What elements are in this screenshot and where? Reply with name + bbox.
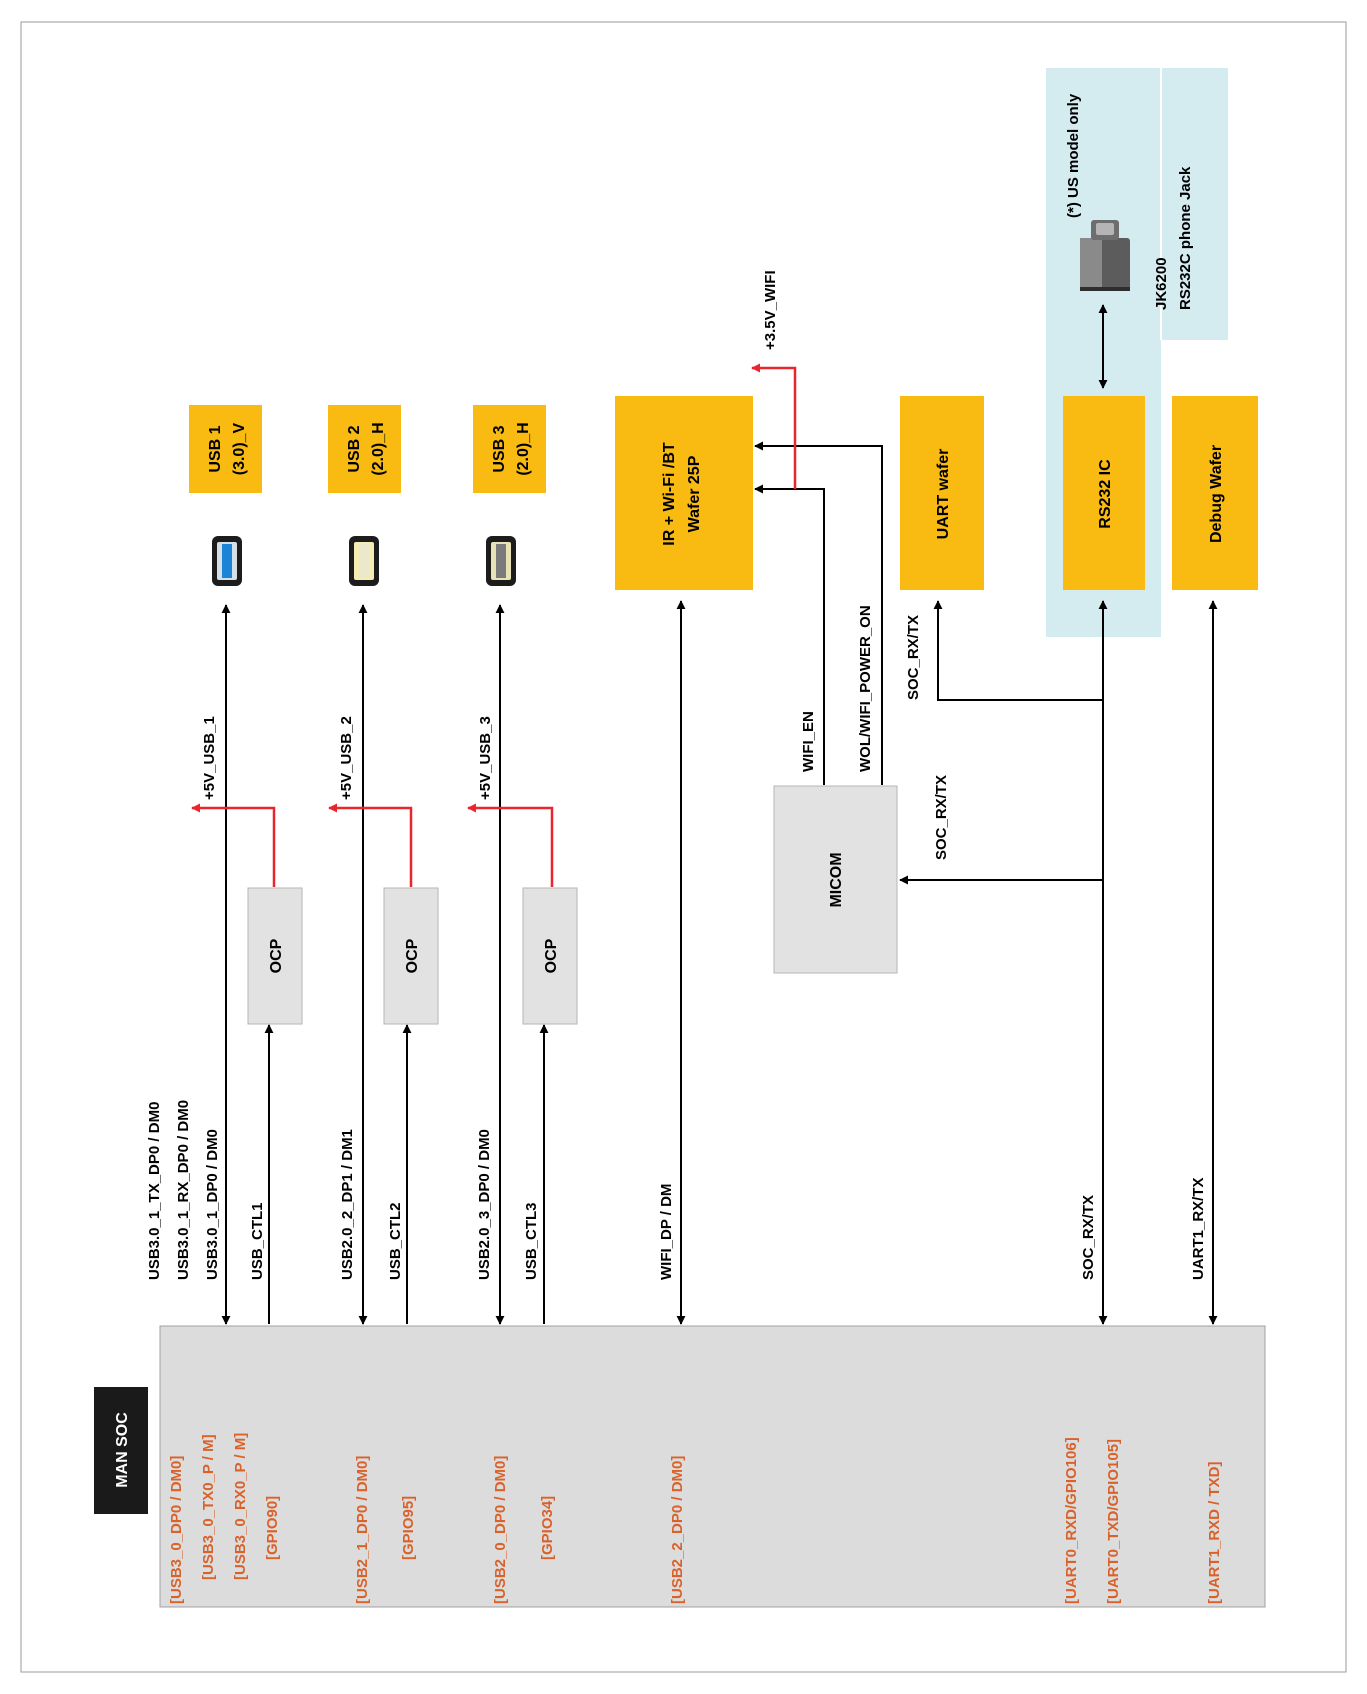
soc-pin: [GPIO34] [539, 1496, 556, 1560]
soc-pin: [GPIO95] [400, 1496, 417, 1560]
signal-soc-rxtx: SOC_RX/TX [1080, 1195, 1097, 1280]
micom-label: MICOM [828, 852, 845, 907]
signal-usb2-data: USB2.0_2_DP1 / DM1 [339, 1129, 356, 1280]
soc-pin: [UART1_RXD / TXD] [1206, 1461, 1223, 1604]
ocp-block-2 [383, 887, 439, 1025]
soc-pin: [USB3_0_DP0 / DM0] [168, 1456, 185, 1604]
soc-pin: [USB2_0_DP0 / DM0] [492, 1456, 509, 1604]
usb2-label: USB 2 [346, 425, 363, 472]
signal-uart-wafer-rxtx: SOC_RX/TX [905, 615, 922, 700]
power-wire-usb2 [328, 803, 413, 887]
micom-block [773, 785, 898, 974]
usb3-label: USB 3 [491, 425, 508, 472]
page-frame [20, 21, 1347, 1673]
jack-desc: RS232C phone Jack [1177, 166, 1194, 310]
power-label-wifi: +3.5V_WIFI [762, 270, 779, 350]
ocp-label: OCP [543, 938, 560, 973]
signal-usb3-ctl: USB_CTL3 [523, 1202, 540, 1280]
usb1-label: USB 1 [207, 425, 224, 472]
signal-wifi-en: WIFI_EN [800, 711, 817, 772]
usb3-label-box [473, 405, 546, 493]
soc-pin: [USB3_0_TX0_P / M] [200, 1434, 217, 1580]
wire-wifi-en [754, 484, 825, 785]
rs232-block [1063, 396, 1145, 590]
wifi-wafer-label: IR + Wi-Fi /BT [661, 442, 678, 546]
ocp-label: OCP [404, 938, 421, 973]
usb3-connector-icon [212, 536, 242, 586]
signal-usb1-data: USB3.0_1_TX_DP0 / DM0 [146, 1102, 163, 1280]
usb1-label: (3.0)_V [231, 422, 248, 475]
signal-wifi-data: WIFI_DP / DM [658, 1184, 675, 1280]
soc-title: MAN SOC [114, 1412, 131, 1488]
wifi-wafer-label: Wafer 25P [686, 455, 703, 532]
usb3-label: (2.0)_H [515, 422, 532, 475]
soc-pin: [USB2_2_DP0 / DM0] [669, 1456, 686, 1604]
signal-micom-rxtx: SOC_RX/TX [933, 775, 950, 860]
rs232-label: RS232 IC [1097, 459, 1114, 529]
signal-uart1-rxtx: UART1_RX/TX [1190, 1177, 1207, 1280]
jack-note: (*) US model only [1065, 93, 1082, 218]
wifi-wafer-block [615, 396, 753, 590]
power-label-usb2: +5V_USB_2 [338, 716, 355, 800]
soc-pin: [UART0_TXD/GPIO105] [1105, 1439, 1122, 1604]
power-label-usb1: +5V_USB_1 [201, 716, 218, 800]
soc-pin: [USB2_1_DP0 / DM0] [354, 1456, 371, 1604]
uart-wafer-block [900, 396, 984, 590]
wire-wol-power [754, 441, 883, 785]
usb2-connector-icon [486, 536, 516, 586]
phone-jack-icon [1080, 220, 1130, 291]
power-wire-wifi [751, 363, 797, 489]
signal-usb3-data: USB2.0_3_DP0 / DM0 [476, 1129, 493, 1280]
power-label-usb3: +5V_USB_3 [477, 716, 494, 800]
usb1-label-box [189, 405, 262, 493]
signal-usb2-ctl: USB_CTL2 [387, 1202, 404, 1280]
debug-wafer-block [1172, 396, 1258, 590]
soc-pin: [UART0_RXD/GPIO106] [1063, 1437, 1080, 1604]
signal-usb1-data: USB3.0_1_DP0 / DM0 [204, 1129, 221, 1280]
debug-wafer-label: Debug Wafer [1208, 445, 1225, 543]
jack-part: JK6200 [1153, 257, 1170, 310]
uart-wafer-label: UART wafer [935, 449, 952, 540]
signal-usb1-data: USB3.0_1_RX_DP0 / DM0 [175, 1100, 192, 1280]
soc-block [159, 1325, 1266, 1608]
wire-uart-wafer-rxtx [933, 600, 1103, 701]
power-wire-usb3 [467, 803, 554, 887]
usb2-label-box [328, 405, 401, 493]
signal-wol-power: WOL/WIFI_POWER_ON [857, 605, 874, 772]
ocp-block-3 [522, 887, 578, 1025]
ocp-block-1 [247, 887, 303, 1025]
ocp-label: OCP [268, 938, 285, 973]
power-wire-usb1 [191, 803, 276, 887]
soc-title-box [94, 1387, 148, 1514]
usb2-connector-icon [349, 536, 379, 586]
soc-pin: [USB3_0_RX0_P / M] [232, 1433, 249, 1580]
usb2-label: (2.0)_H [370, 422, 387, 475]
soc-pin: [GPIO90] [264, 1496, 281, 1560]
signal-usb1-ctl: USB_CTL1 [249, 1202, 266, 1280]
